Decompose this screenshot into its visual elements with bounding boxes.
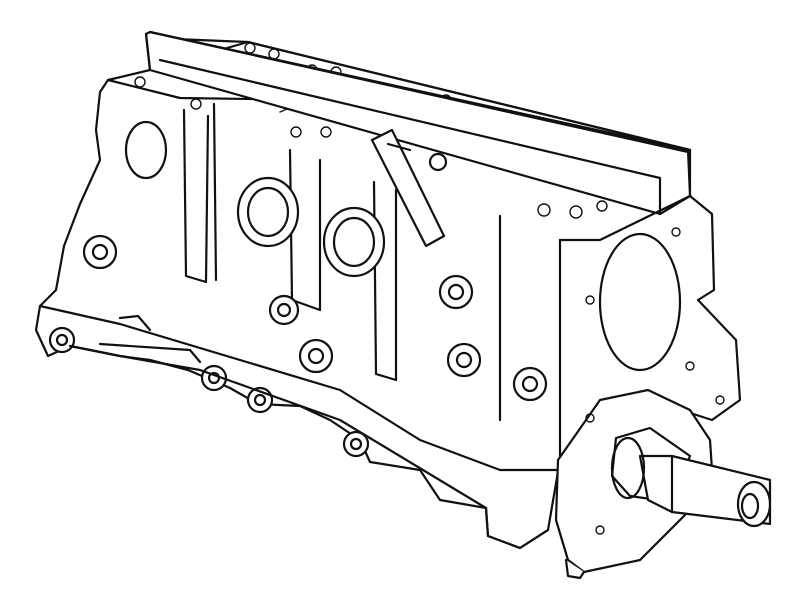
crankshaft-snout [610,426,772,528]
feeler-gauge [370,128,448,248]
bolt-hole [537,203,551,217]
bolt-hole [190,98,202,110]
port-front [124,120,168,180]
port-left-inner [246,186,290,238]
bolt-hole [320,126,332,138]
bolt-hole [290,126,302,138]
end-face [558,194,725,405]
bolt-hole [569,205,583,219]
port-center-inner [332,216,376,268]
pan-rail [38,304,562,550]
snout-bore [740,492,760,520]
mounting-bosses [48,234,548,458]
gauge-pivot [428,152,448,172]
cylinder-ribs [182,102,562,462]
bolt-hole [596,200,608,212]
end-opening [598,232,682,372]
side-ports [124,120,386,278]
bolt-hole [134,76,146,88]
